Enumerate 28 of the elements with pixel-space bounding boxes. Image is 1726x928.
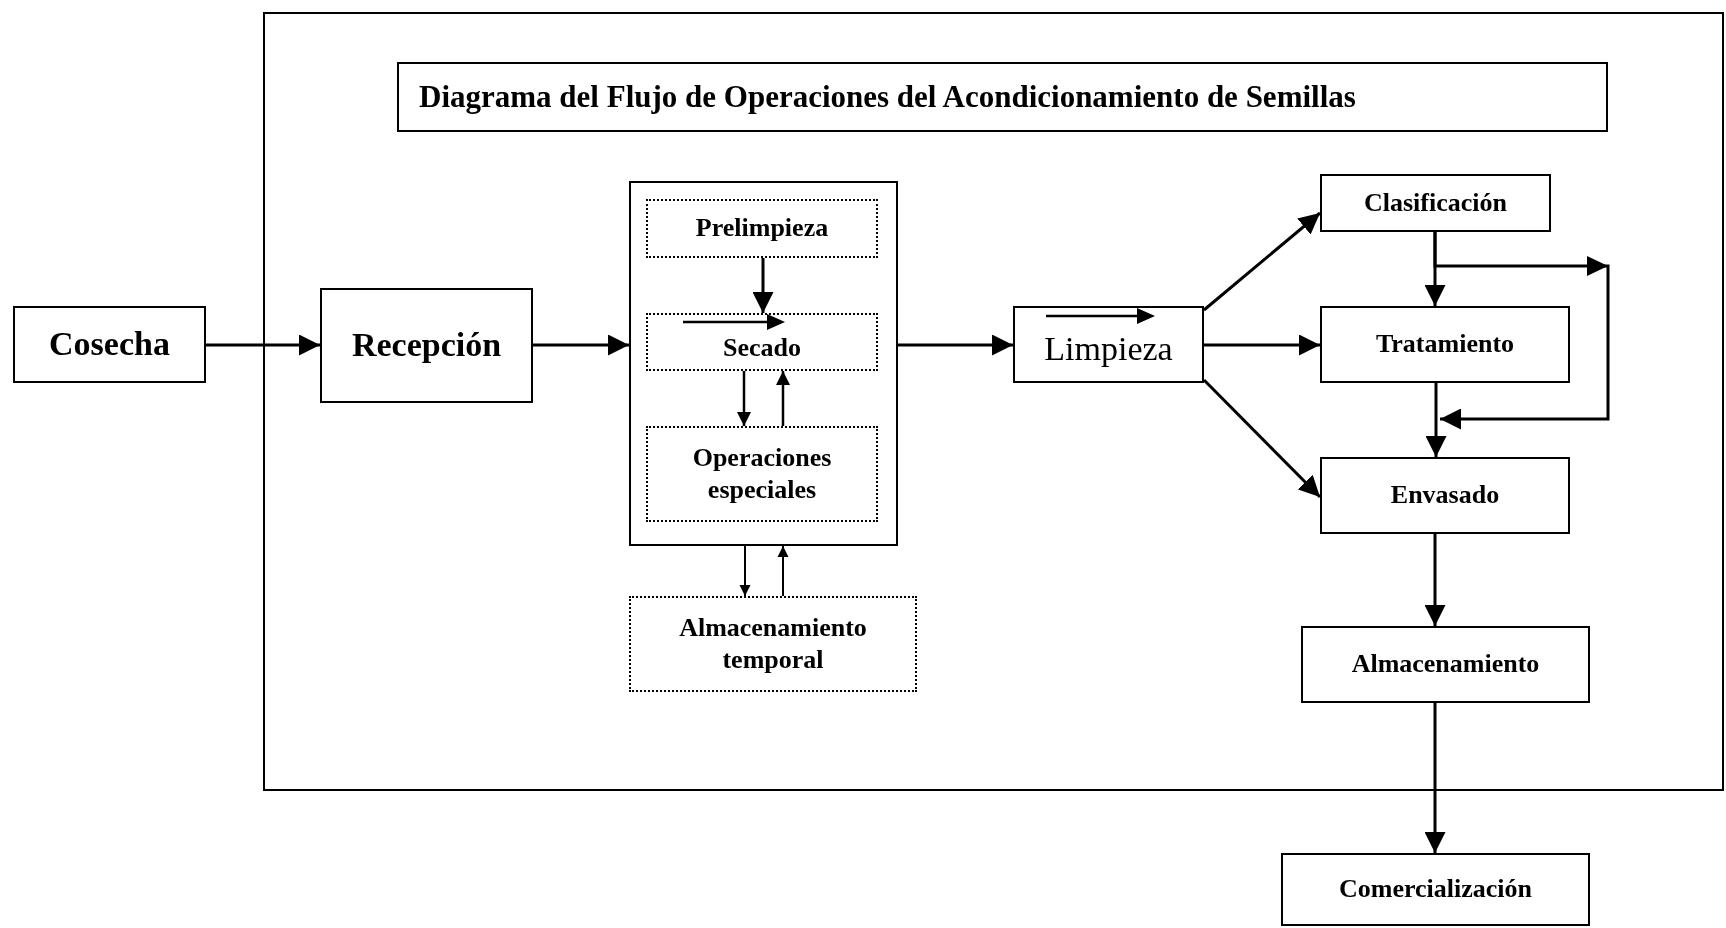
process-box — [1013, 306, 1204, 383]
process-box — [1320, 174, 1551, 232]
process-box — [1320, 457, 1570, 534]
node-label: Clasificación — [1364, 186, 1507, 219]
process-box — [1281, 853, 1590, 926]
process-box — [646, 199, 878, 258]
process-box — [629, 596, 917, 692]
node-label: Envasado — [1390, 479, 1500, 512]
process-box — [320, 288, 533, 403]
process-box — [13, 306, 206, 383]
node-label: Recepción — [351, 325, 502, 366]
node-label: Secado — [723, 331, 801, 364]
node-label: Diagrama del Flujo de Operaciones del Acondicionamiento de Semillas — [419, 77, 1356, 116]
title-box — [397, 62, 1608, 132]
node-label: Cosecha — [49, 324, 170, 365]
node-label: Tratamiento — [1375, 328, 1515, 361]
process-box — [646, 426, 878, 522]
group-box — [629, 181, 898, 546]
node-label: Prelimpieza — [695, 212, 829, 245]
node-label: Almacenamiento — [1351, 648, 1540, 681]
frame-box — [263, 12, 1724, 791]
node-label: Operaciones especiales — [691, 441, 833, 506]
process-box — [646, 313, 878, 371]
node-label: Almacenamiento temporal — [678, 611, 868, 676]
node-label: Limpieza — [1044, 329, 1173, 370]
node-label: Comercialización — [1339, 873, 1532, 906]
process-box — [1320, 306, 1570, 383]
process-box — [1301, 626, 1590, 703]
